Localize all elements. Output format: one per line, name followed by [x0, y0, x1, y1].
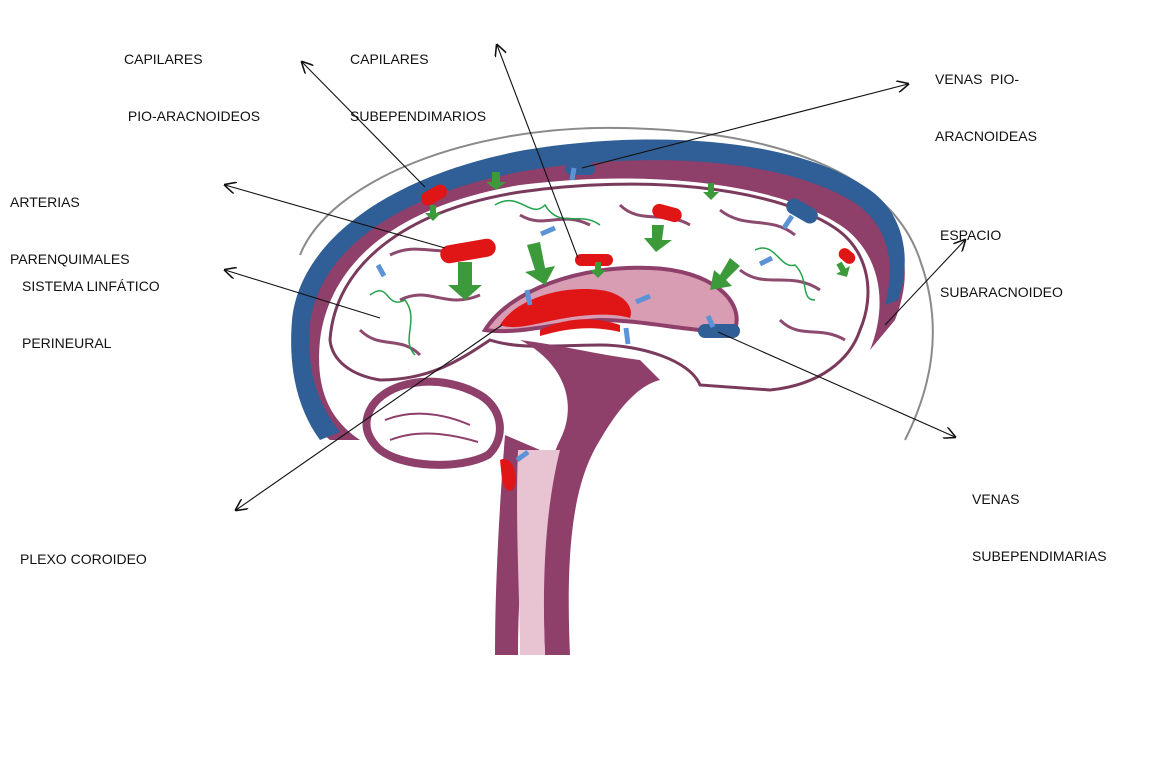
label-espacio-subaracnoideo: ESPACIO SUBARACNOIDEO	[940, 188, 1063, 340]
label-sistema-linfatico-perineural: SISTEMA LINFÁTICO PERINEURAL	[22, 239, 160, 391]
cerebellum	[366, 382, 499, 465]
label-venas-subependimarias: VENAS SUBEPENDIMARIAS	[972, 452, 1107, 604]
label-capilares-subependimarios: CAPILARES SUBEPENDIMARIOS	[350, 12, 486, 164]
label-venas-pio-aracnoideas: VENAS PIO- ARACNOIDEAS	[935, 32, 1037, 184]
label-capilares-pio-aracnoideos: CAPILARES PIO-ARACNOIDEOS	[124, 12, 260, 164]
label-plexo-coroideo: PLEXO COROIDEO	[20, 512, 147, 607]
